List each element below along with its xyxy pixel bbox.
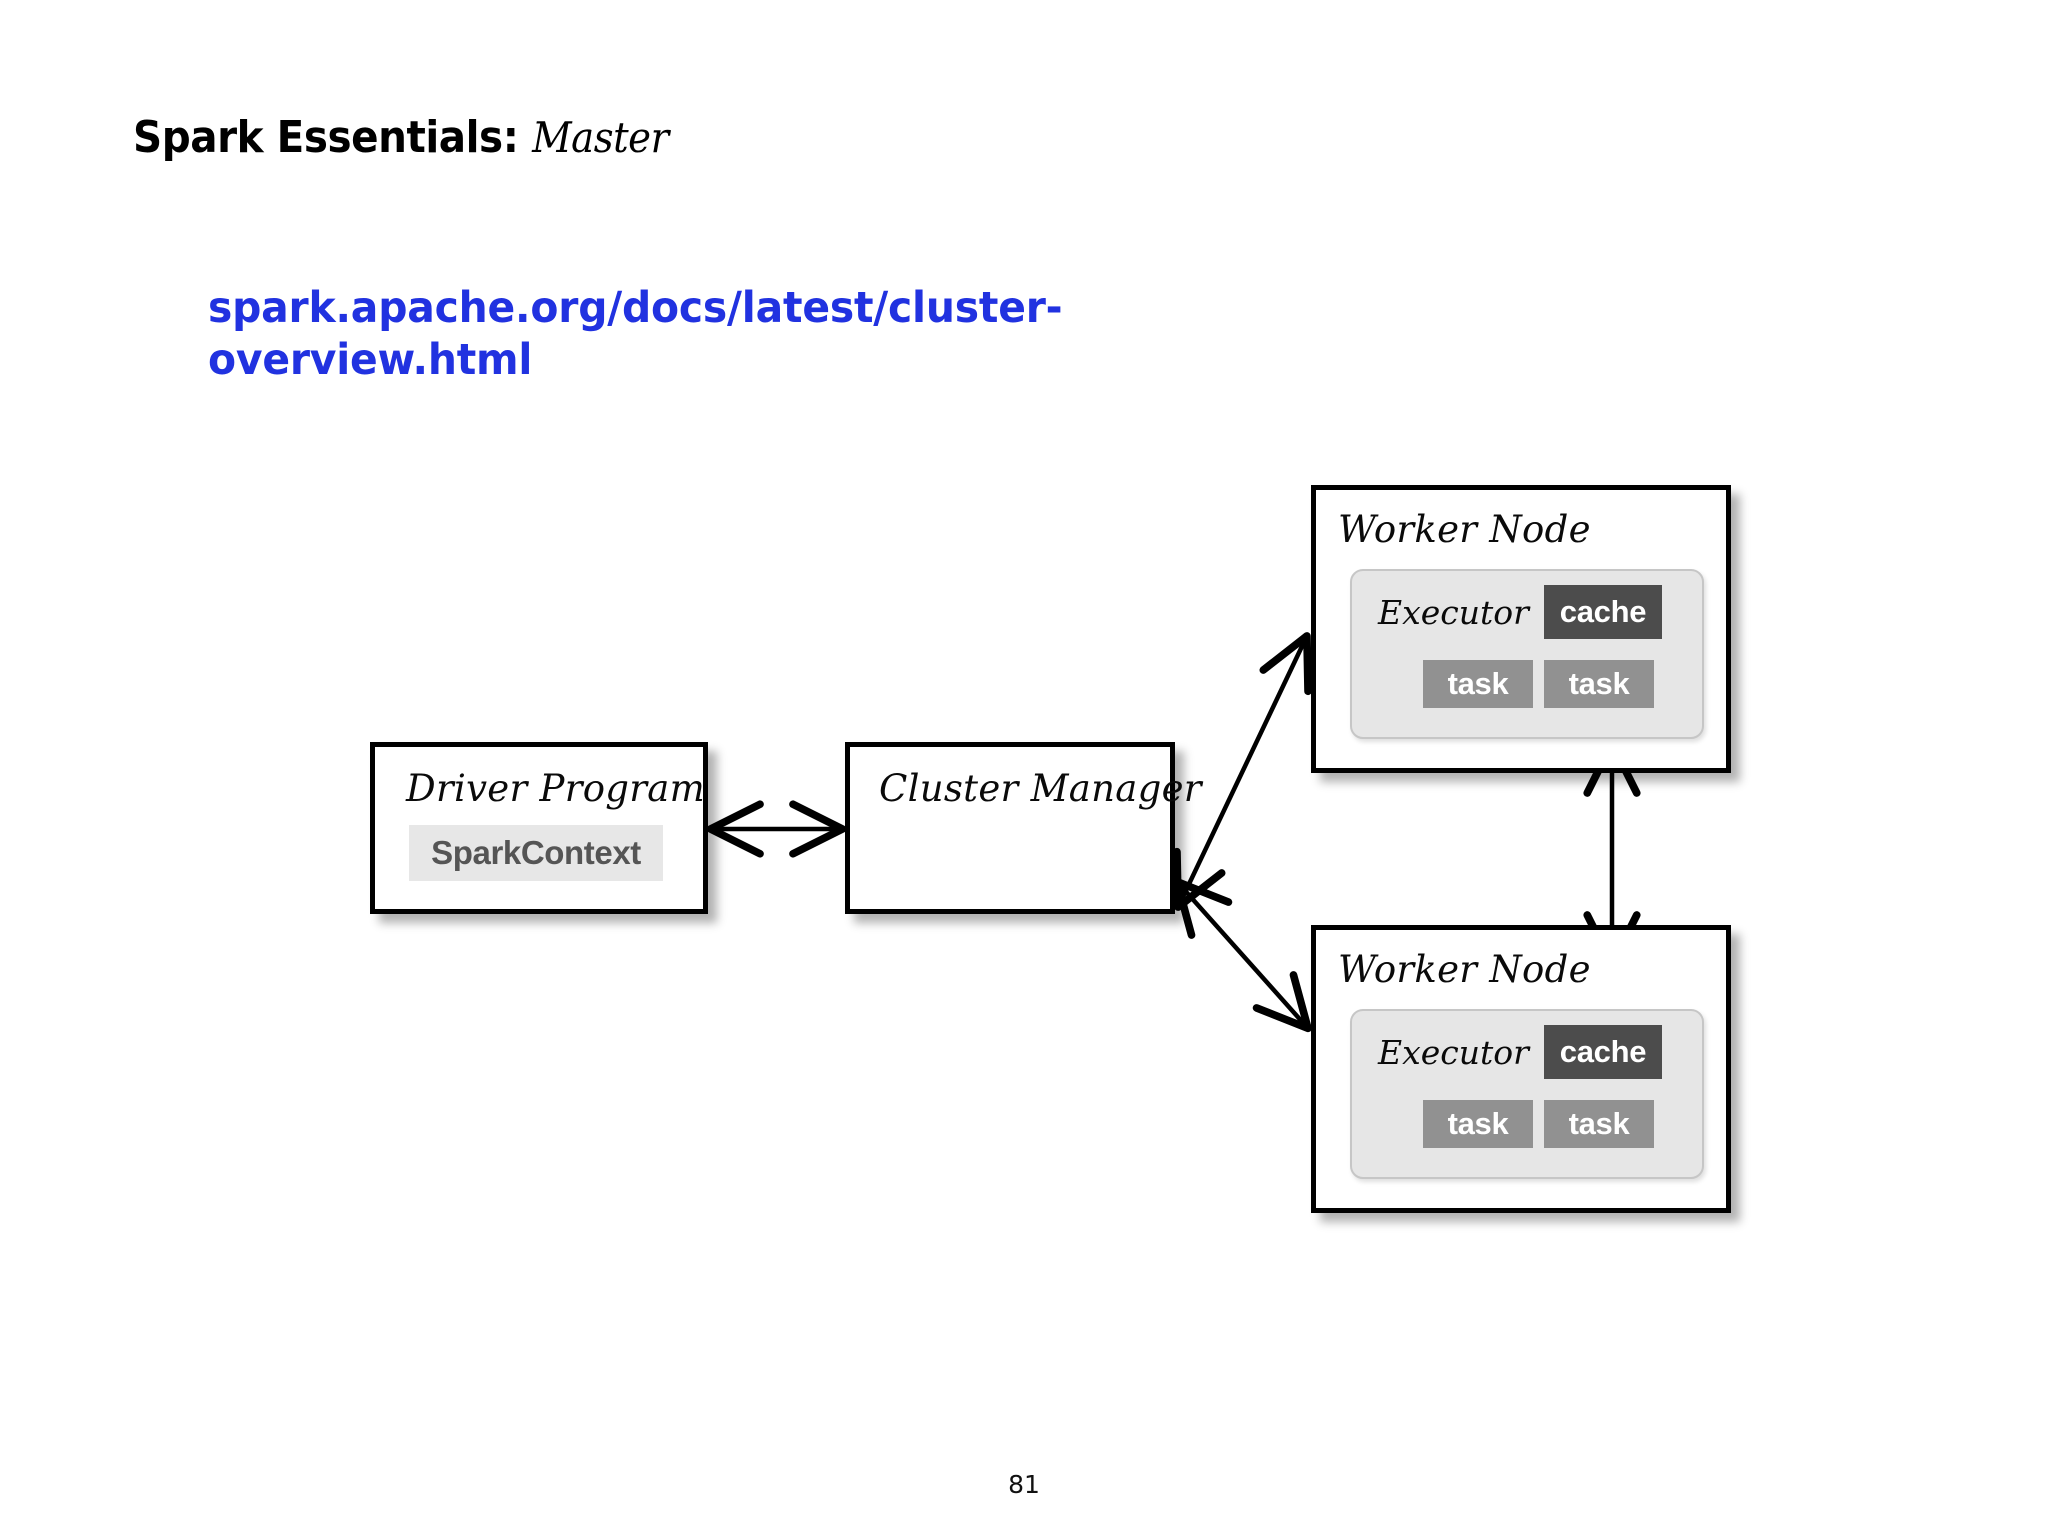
driver-program-label: Driver Program: [406, 767, 706, 810]
executor-panel-1[interactable]: Executor cache task task: [1350, 569, 1704, 739]
worker-node-box-1[interactable]: Worker Node Executor cache task task: [1311, 485, 1731, 773]
executor-label-1: Executor: [1378, 593, 1529, 632]
cluster-manager-label: Cluster Manager: [879, 767, 1202, 810]
cache-chip-2[interactable]: cache: [1544, 1025, 1662, 1079]
driver-program-box[interactable]: Driver Program SparkContext: [370, 742, 708, 914]
worker-node-label-2: Worker Node: [1338, 948, 1591, 991]
sparkcontext-chip[interactable]: SparkContext: [409, 825, 663, 881]
task-chip-2b[interactable]: task: [1544, 1100, 1654, 1148]
task-label-2a: task: [1447, 1106, 1509, 1141]
page-title: Spark Essentials: Master: [133, 112, 669, 163]
cache-chip-1[interactable]: cache: [1544, 585, 1662, 639]
task-label-1a: task: [1447, 666, 1509, 701]
page-title-emphasis: Master: [532, 113, 669, 162]
cache-label-1: cache: [1559, 594, 1647, 629]
worker-node-label-1: Worker Node: [1338, 508, 1591, 551]
worker-node-box-2[interactable]: Worker Node Executor cache task task: [1311, 925, 1731, 1213]
executor-panel-2[interactable]: Executor cache task task: [1350, 1009, 1704, 1179]
connector-cluster-manager-to-worker-2: [1173, 877, 1312, 1033]
task-label-2b: task: [1568, 1106, 1630, 1141]
executor-label-2: Executor: [1378, 1033, 1529, 1072]
cache-label-2: cache: [1559, 1034, 1647, 1069]
page-title-main: Spark Essentials:: [133, 112, 519, 163]
sparkcontext-label: SparkContext: [431, 834, 641, 871]
page-number: 81: [1008, 1470, 1040, 1499]
task-label-1b: task: [1568, 666, 1630, 701]
cluster-manager-box[interactable]: Cluster Manager: [845, 742, 1201, 914]
documentation-url-link[interactable]: spark.apache.org/docs/latest/cluster-ove…: [208, 283, 1063, 386]
task-chip-1b[interactable]: task: [1544, 660, 1654, 708]
task-chip-1a[interactable]: task: [1423, 660, 1533, 708]
task-chip-2a[interactable]: task: [1423, 1100, 1533, 1148]
